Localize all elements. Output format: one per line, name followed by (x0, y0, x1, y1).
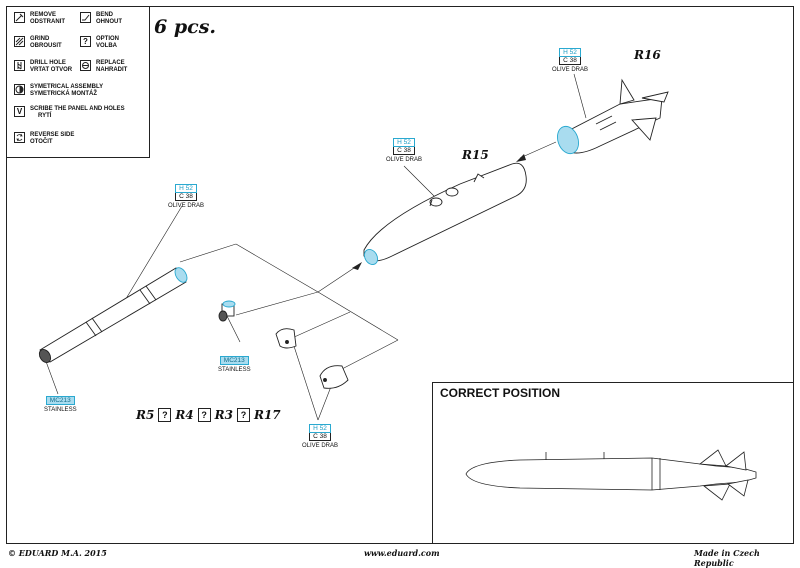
footer-origin: Made in Czech Republic (694, 548, 760, 568)
option-r17: R17 (253, 408, 281, 422)
symbol-legend (6, 6, 150, 158)
drill-hole-icon (14, 60, 25, 71)
metal-callout-fitting: MC213 STAINLESS (218, 356, 251, 373)
part-number-r15: R15 (462, 148, 489, 162)
symmetrical-icon (14, 84, 25, 95)
instruction-sheet-border (6, 6, 794, 544)
part-number-r16: R16 (634, 48, 661, 62)
footer-website: www.eduard.com (364, 548, 440, 558)
fitting-part (218, 300, 236, 322)
arrow-head (352, 262, 362, 270)
quantity-title: 6 pcs. (154, 16, 217, 38)
color-callout-r16: H 52 C 38 OLIVE DRAB (552, 48, 589, 73)
cone-part-upper (275, 328, 297, 349)
assembled-view (465, 449, 757, 501)
color-callout-cones: H 52 C 38 OLIVE DRAB (302, 424, 339, 449)
reverse-side-icon (14, 132, 25, 143)
option-icon: ? (236, 408, 250, 422)
correct-position-panel (432, 382, 794, 544)
option-r5: R5 (136, 408, 155, 422)
tube-part (38, 267, 188, 363)
option-r3: R3 (214, 408, 233, 422)
color-callout-r15: H 52 C 38 OLIVE DRAB (386, 138, 423, 163)
option-parts-row: R5 ? R4 ? R3 ? R17 (136, 408, 281, 422)
footer-copyright: © EDUARD M.A. 2015 (8, 548, 107, 558)
correct-position-title: CORRECT POSITION (440, 386, 561, 400)
arrow-head (516, 154, 526, 162)
option-icon: ? (80, 36, 91, 47)
scribe-icon: V (14, 106, 25, 117)
option-r4: R4 (175, 408, 194, 422)
option-icon: ? (158, 408, 172, 422)
color-callout-tube: H 52 C 38 OLIVE DRAB (168, 184, 205, 209)
option-icon: ? (197, 408, 211, 422)
guide-lines (43, 73, 587, 421)
metal-callout-tube: MC213 STAINLESS (44, 396, 77, 413)
bend-icon (80, 12, 91, 23)
grind-icon (14, 36, 25, 47)
body-part-r15 (363, 162, 527, 265)
tail-part-r16 (557, 78, 669, 155)
replace-icon (80, 60, 91, 71)
cone-part-lower (319, 365, 349, 389)
remove-icon (14, 12, 25, 23)
